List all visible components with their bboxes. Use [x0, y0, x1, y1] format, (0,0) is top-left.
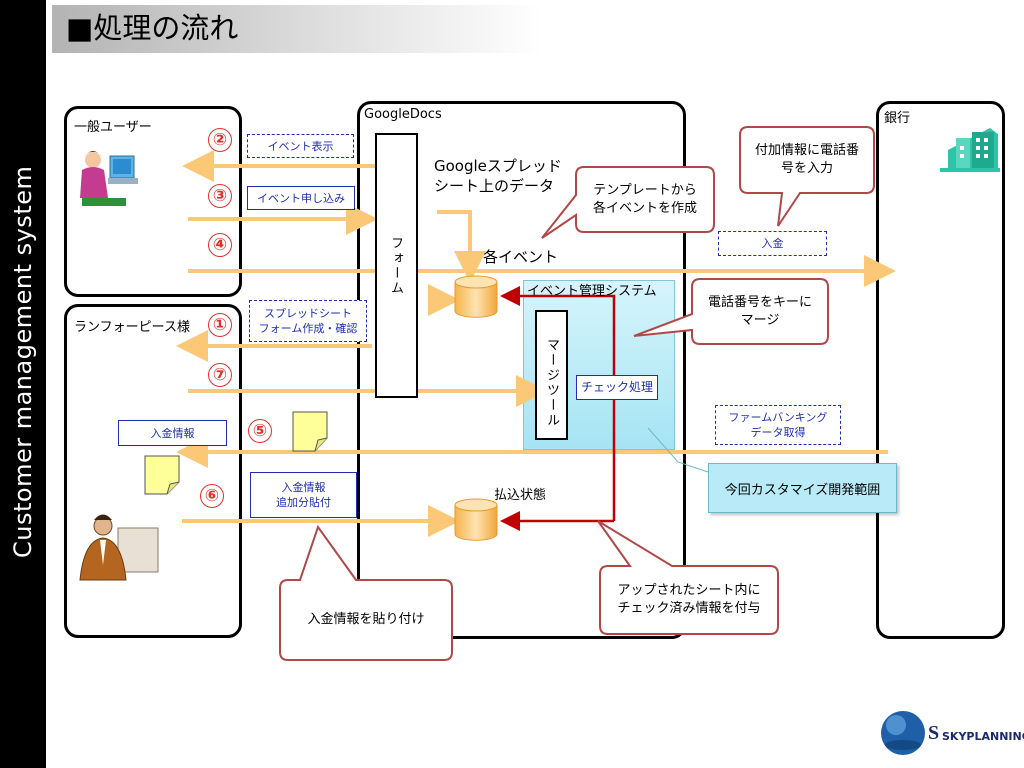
callout-uploaded-shape — [597, 520, 779, 635]
bank-panel — [876, 101, 1005, 639]
callout-phone-key-line1: 電話番号をキーに — [707, 294, 812, 310]
deposit-info-label: 入金情報 — [118, 420, 227, 446]
callout-uploaded: アップされたシート内に チェック済み情報を付与 — [600, 566, 778, 634]
user-computer-icon — [80, 151, 138, 206]
step-6-badge: ⑥ — [200, 484, 224, 508]
event-display-label: イベント表示 — [247, 134, 354, 158]
firm-banking-line2: データ取得 — [750, 426, 806, 439]
form-column — [375, 133, 418, 398]
step-1-badge: ① — [208, 313, 232, 337]
google-sheet-line1: Googleスプレッド — [434, 157, 562, 175]
spreadsheet-form-line2: フォーム作成・確認 — [258, 322, 358, 335]
google-sheet-text: Googleスプレッド シート上のデータ — [434, 156, 562, 196]
payment-status-label: 払込状態 — [494, 488, 547, 503]
check-process-box: チェック処理 — [576, 375, 658, 400]
businessman-icon — [79, 514, 159, 581]
logo-text: SKYPLANNING — [942, 730, 1024, 743]
deposit-add-line1: 入金情報 — [281, 481, 326, 494]
logo-globe-icon — [881, 711, 925, 755]
custom-scope-box: 今回カスタマイズ開発範囲 — [708, 463, 897, 513]
step-5-badge: ⑤ — [248, 419, 272, 443]
callout-phone-key-line2: マージ — [740, 312, 780, 328]
callout-paste-shape — [279, 524, 453, 661]
callout-phone-input: 付加情報に電話番 号を入力 — [740, 127, 874, 193]
callout-phone-input-line2: 号を入力 — [780, 161, 833, 176]
form-column-label: フォーム — [388, 236, 403, 296]
step-4-badge: ④ — [208, 233, 232, 257]
spreadsheet-form-label: スプレッドシート フォーム作成・確認 — [249, 300, 367, 342]
callout-template-line1: テンプレートから — [593, 182, 697, 198]
sticky-note-1 — [292, 411, 328, 452]
ranfo-label: ランフォーピース様 — [74, 320, 190, 335]
arrow-sheet-to-db — [437, 210, 486, 283]
db-cylinder-events — [454, 275, 498, 318]
general-user-label: 一般ユーザー — [74, 120, 152, 135]
merge-tool-box — [535, 310, 568, 440]
bank-building-icon — [940, 128, 1000, 172]
googledocs-label: GoogleDocs — [364, 107, 442, 122]
callout-template-line2: 各イベントを作成 — [592, 200, 697, 216]
google-sheet-line2: シート上のデータ — [434, 177, 555, 195]
each-event-label: 各イベント — [483, 248, 559, 266]
step-7-badge: ⑦ — [208, 363, 232, 387]
callout-template-shape — [541, 166, 715, 239]
callout-phone-key: 電話番号をキーに マージ — [692, 279, 828, 344]
firm-banking-line1: ファームバンキング — [728, 411, 828, 424]
step-3-badge: ③ — [208, 184, 232, 208]
firm-banking-label: ファームバンキング データ取得 — [715, 405, 841, 445]
callout-phone-input-line1: 付加情報に電話番 — [754, 143, 859, 158]
callout-phone-input-shape — [739, 126, 875, 227]
merge-tool-label: マージツール — [544, 338, 559, 428]
callout-uploaded-line1: アップされたシート内に — [617, 583, 761, 598]
sticky-note-2 — [144, 455, 180, 495]
event-apply-label: イベント申し込み — [247, 186, 355, 210]
event-system-label: イベント管理システム — [527, 284, 657, 299]
custom-scope-label: 今回カスタマイズ開発範囲 — [724, 482, 881, 498]
title-band — [52, 5, 542, 53]
bank-label: 銀行 — [884, 111, 911, 126]
deposit-add-label: 入金情報 追加分貼付 — [250, 472, 357, 518]
callout-paste: 入金情報を貼り付け — [307, 612, 425, 627]
custom-scope-connector — [647, 427, 709, 473]
red-arrow-to-db — [500, 286, 616, 521]
deposit-add-line2: 追加分貼付 — [276, 496, 331, 509]
logo-s-mark: S — [928, 722, 940, 744]
spreadsheet-form-line1: スプレッドシート — [264, 307, 352, 320]
callout-phone-key-shape — [633, 278, 829, 345]
callout-uploaded-line2: チェック済み情報を付与 — [617, 601, 761, 616]
db-cylinder-payment — [454, 498, 498, 541]
callout-template: テンプレートから 各イベントを作成 — [576, 167, 714, 232]
deposit-label: 入金 — [718, 231, 827, 256]
step-2-badge: ② — [208, 128, 232, 152]
page-title: ■処理の流れ — [66, 11, 239, 45]
side-bar — [0, 0, 46, 768]
